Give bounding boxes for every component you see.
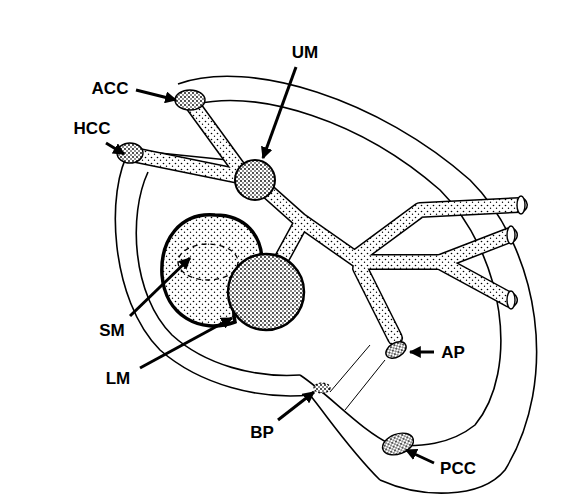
duct	[135, 155, 238, 176]
duct	[135, 155, 238, 176]
duct	[192, 104, 240, 170]
leader-arrow	[136, 90, 176, 100]
leader-arrows	[106, 67, 434, 463]
duct-walls	[135, 104, 520, 338]
posterior-canal-wall	[300, 375, 392, 445]
leader-arrow	[130, 258, 190, 316]
leader-arrow	[406, 450, 434, 463]
duct-lumen	[135, 104, 520, 338]
cut-end	[507, 226, 515, 244]
posterior-ampulla	[380, 429, 417, 459]
duct	[360, 268, 395, 338]
duct	[282, 225, 300, 258]
duct	[355, 205, 520, 258]
duct	[360, 268, 395, 338]
part-label: AP	[441, 344, 465, 361]
anterior-ampulla	[175, 90, 205, 110]
leader-arrow	[140, 318, 232, 368]
basilar-papilla	[314, 383, 330, 393]
leader-arrow	[410, 351, 434, 354]
duct	[440, 262, 510, 300]
cut-end	[517, 196, 525, 214]
ducts	[135, 104, 520, 338]
part-label: HCC	[74, 120, 111, 137]
lagenar-macula	[228, 254, 304, 330]
duct	[440, 262, 510, 300]
part-label: BP	[250, 424, 274, 441]
part-label: LM	[106, 370, 131, 387]
cut-end	[507, 291, 515, 309]
leader-arrow	[278, 392, 314, 420]
canal-outlines	[115, 76, 536, 493]
leader-arrow	[263, 67, 296, 158]
part-label: ACC	[92, 80, 129, 97]
amphibian-papilla	[383, 338, 409, 361]
horizontal-canal-outer	[115, 150, 310, 396]
part-label: SM	[99, 322, 125, 339]
utricular-macula	[235, 160, 275, 200]
part-label: PCC	[440, 460, 476, 477]
duct	[355, 205, 520, 258]
part-label: UM	[292, 44, 318, 61]
posterior-canal-wall	[310, 395, 380, 480]
canal-membrane	[330, 345, 385, 410]
leader-arrow	[106, 143, 124, 154]
anterior-canal-outer	[178, 76, 537, 493]
duct	[282, 225, 300, 258]
